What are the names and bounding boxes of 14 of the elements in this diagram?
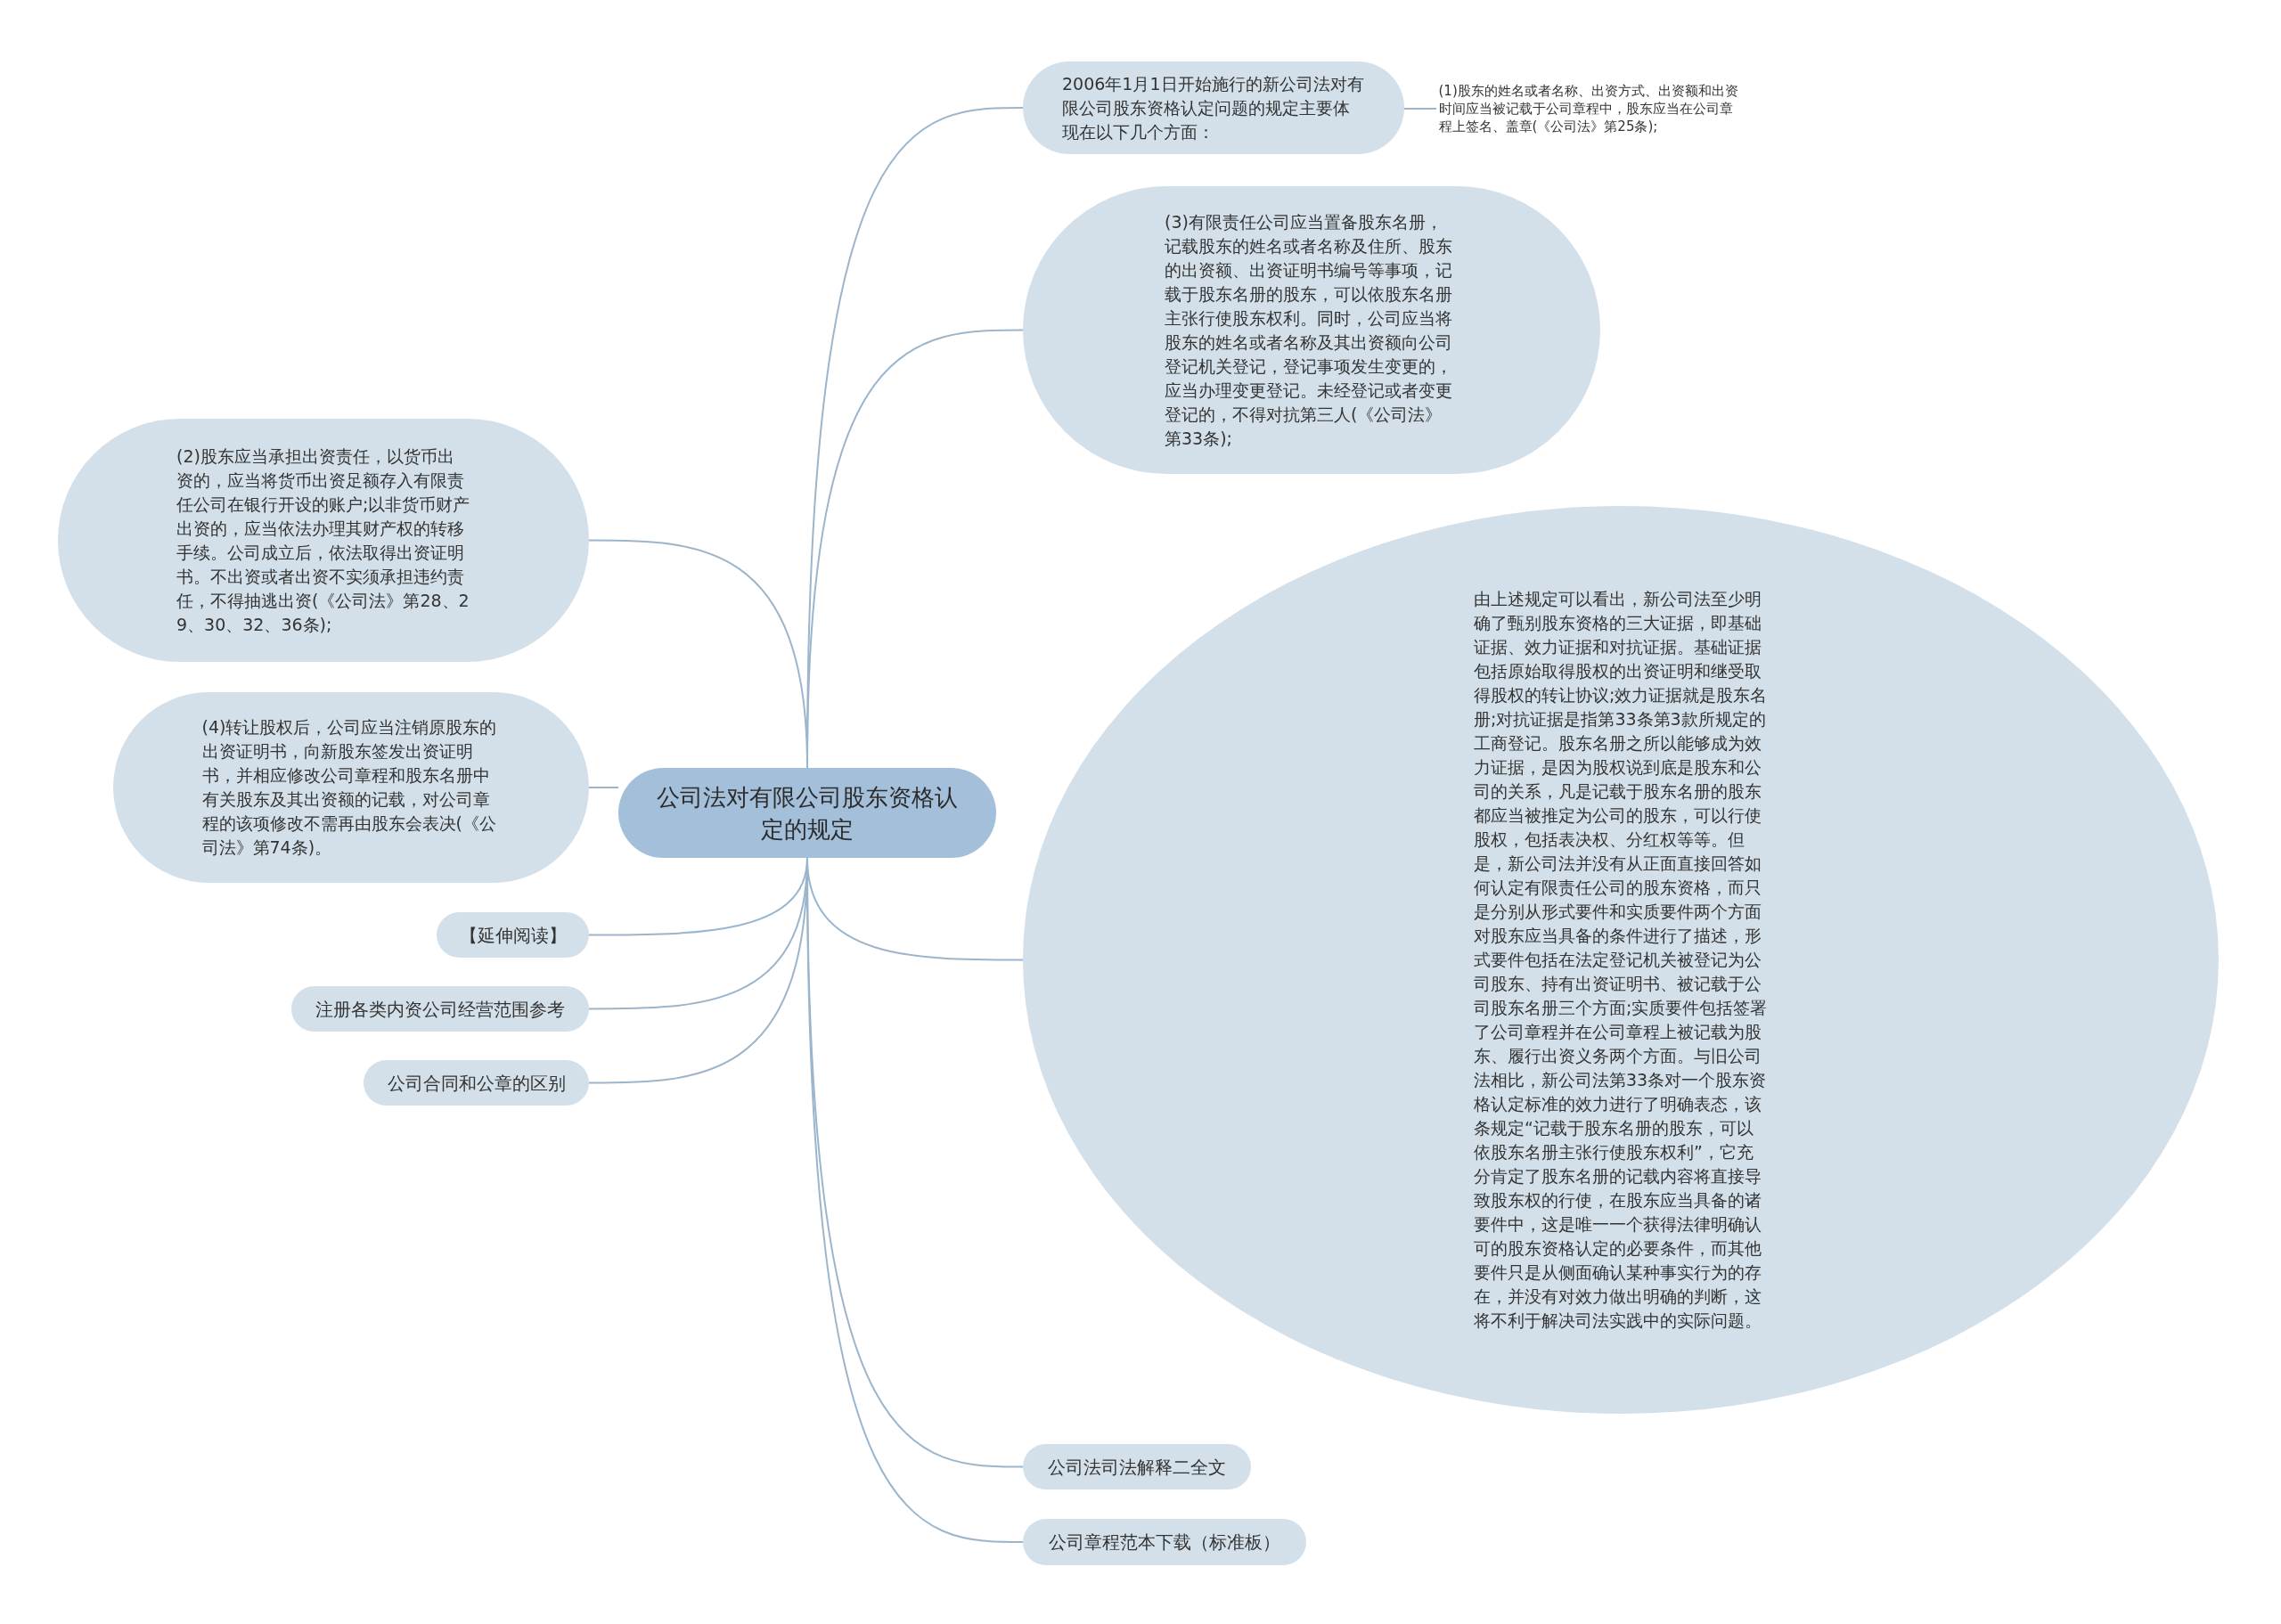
topic-node: 公司法对有限公司股东资格认定的规定 [618,768,996,858]
topic-node: (2)股东应当承担出资责任，以货币出资的，应当将货币出资足额存入有限责任公司在银行开设的账户;以非货币财产出资的，应当依法办理其财产权的转移手续。公司成立后，依法取得出资证明书。不出资或者出资不实须承担违约责任，不得抽逃出资(《公司法》第28、29、30、32、36条); [58,419,589,662]
topic-node: 【延伸阅读】 [437,912,589,958]
topic-node: 注册各类内资公司经营范围参考 [291,986,589,1032]
topic-node: 公司章程范本下载（标准板） [1023,1519,1306,1565]
topic-node: 公司法司法解释二全文 [1023,1444,1251,1489]
connector-line [1403,108,1437,110]
topic-node: (4)转让股权后，公司应当注销原股东的出资证明书，向新股东签发出资证明书，并相应修改公司章程和股东名册中有关股东及其出资额的记载，对公司章程的该项修改不需再由股东会表决(《公司法》第74条)。 [113,692,589,883]
topic-node: 2006年1月1日开始施行的新公司法对有限公司股东资格认定问题的规定主要体现在以下几个方面： [1023,61,1404,154]
topic-node: (3)有限责任公司应当置备股东名册，记载股东的姓名或者名称及住所、股东的出资额、出资证明书编号等事项，记载于股东名册的股东，可以依股东名册主张行使股东权利。同时，公司应当将股东的姓名或者名称及其出资额向公司登记机关登记，登记事项发生变更的，应当办理变更登记。未经登记或者变更登记的，不得对抗第三人(《公司法》第33条); [1023,186,1600,474]
connector-line [588,787,619,788]
topic-node: 由上述规定可以看出，新公司法至少明确了甄别股东资格的三大证据，即基础证据、效力证据和对抗证据。基础证据包括原始取得股权的出资证明和继受取得股权的转让协议;效力证据就是股东名册;对抗证据是指第33条第3款所规定的工商登记。股东名册之所以能够成为效力证据，是因为股权说到底是股东和公司的关系，凡是记载于股东名册的股东都应当被推定为公司的股东，可以行使股权，包括表决权、分红权等等。但是，新公司法并没有从正面直接回答如何认定有限责任公司的股东资格，而只是分别从形式要件和实质要件两个方面对股东应当具备的条件进行了描述，形式要件包括在法定登记机关被登记为公司股东、持有出资证明书、被记载于公司股东名册三个方面;实质要件包括签署了公司章程并在公司章程上被记载为股东、履行出资义务两个方面。与旧公司法相比，新公司法第33条对一个股东资格认定标准的效力进行了明确表态，该条规定“记载于股东名册的股东，可以依股东名册主张行使股东权利”，它充分肯定了股东名册的记载内容将直接导致股东权的行使，在股东应当具备的诸要件中，这是唯一一个获得法律明确认可的股东资格认定的必要条件，而其他要件只是从侧面确认某种事实行为的存在，并没有对效力做出明确的判断，这将不利于解决司法实践中的实际问题。 [1023,506,2219,1414]
topic-node: 公司合同和公章的区别 [364,1060,589,1106]
note-text: (1)股东的姓名或者名称、出资方式、出资额和出资时间应当被记载于公司章程中，股东应当在公司章程上签名、盖章(《公司法》第25条); [1436,66,1744,151]
